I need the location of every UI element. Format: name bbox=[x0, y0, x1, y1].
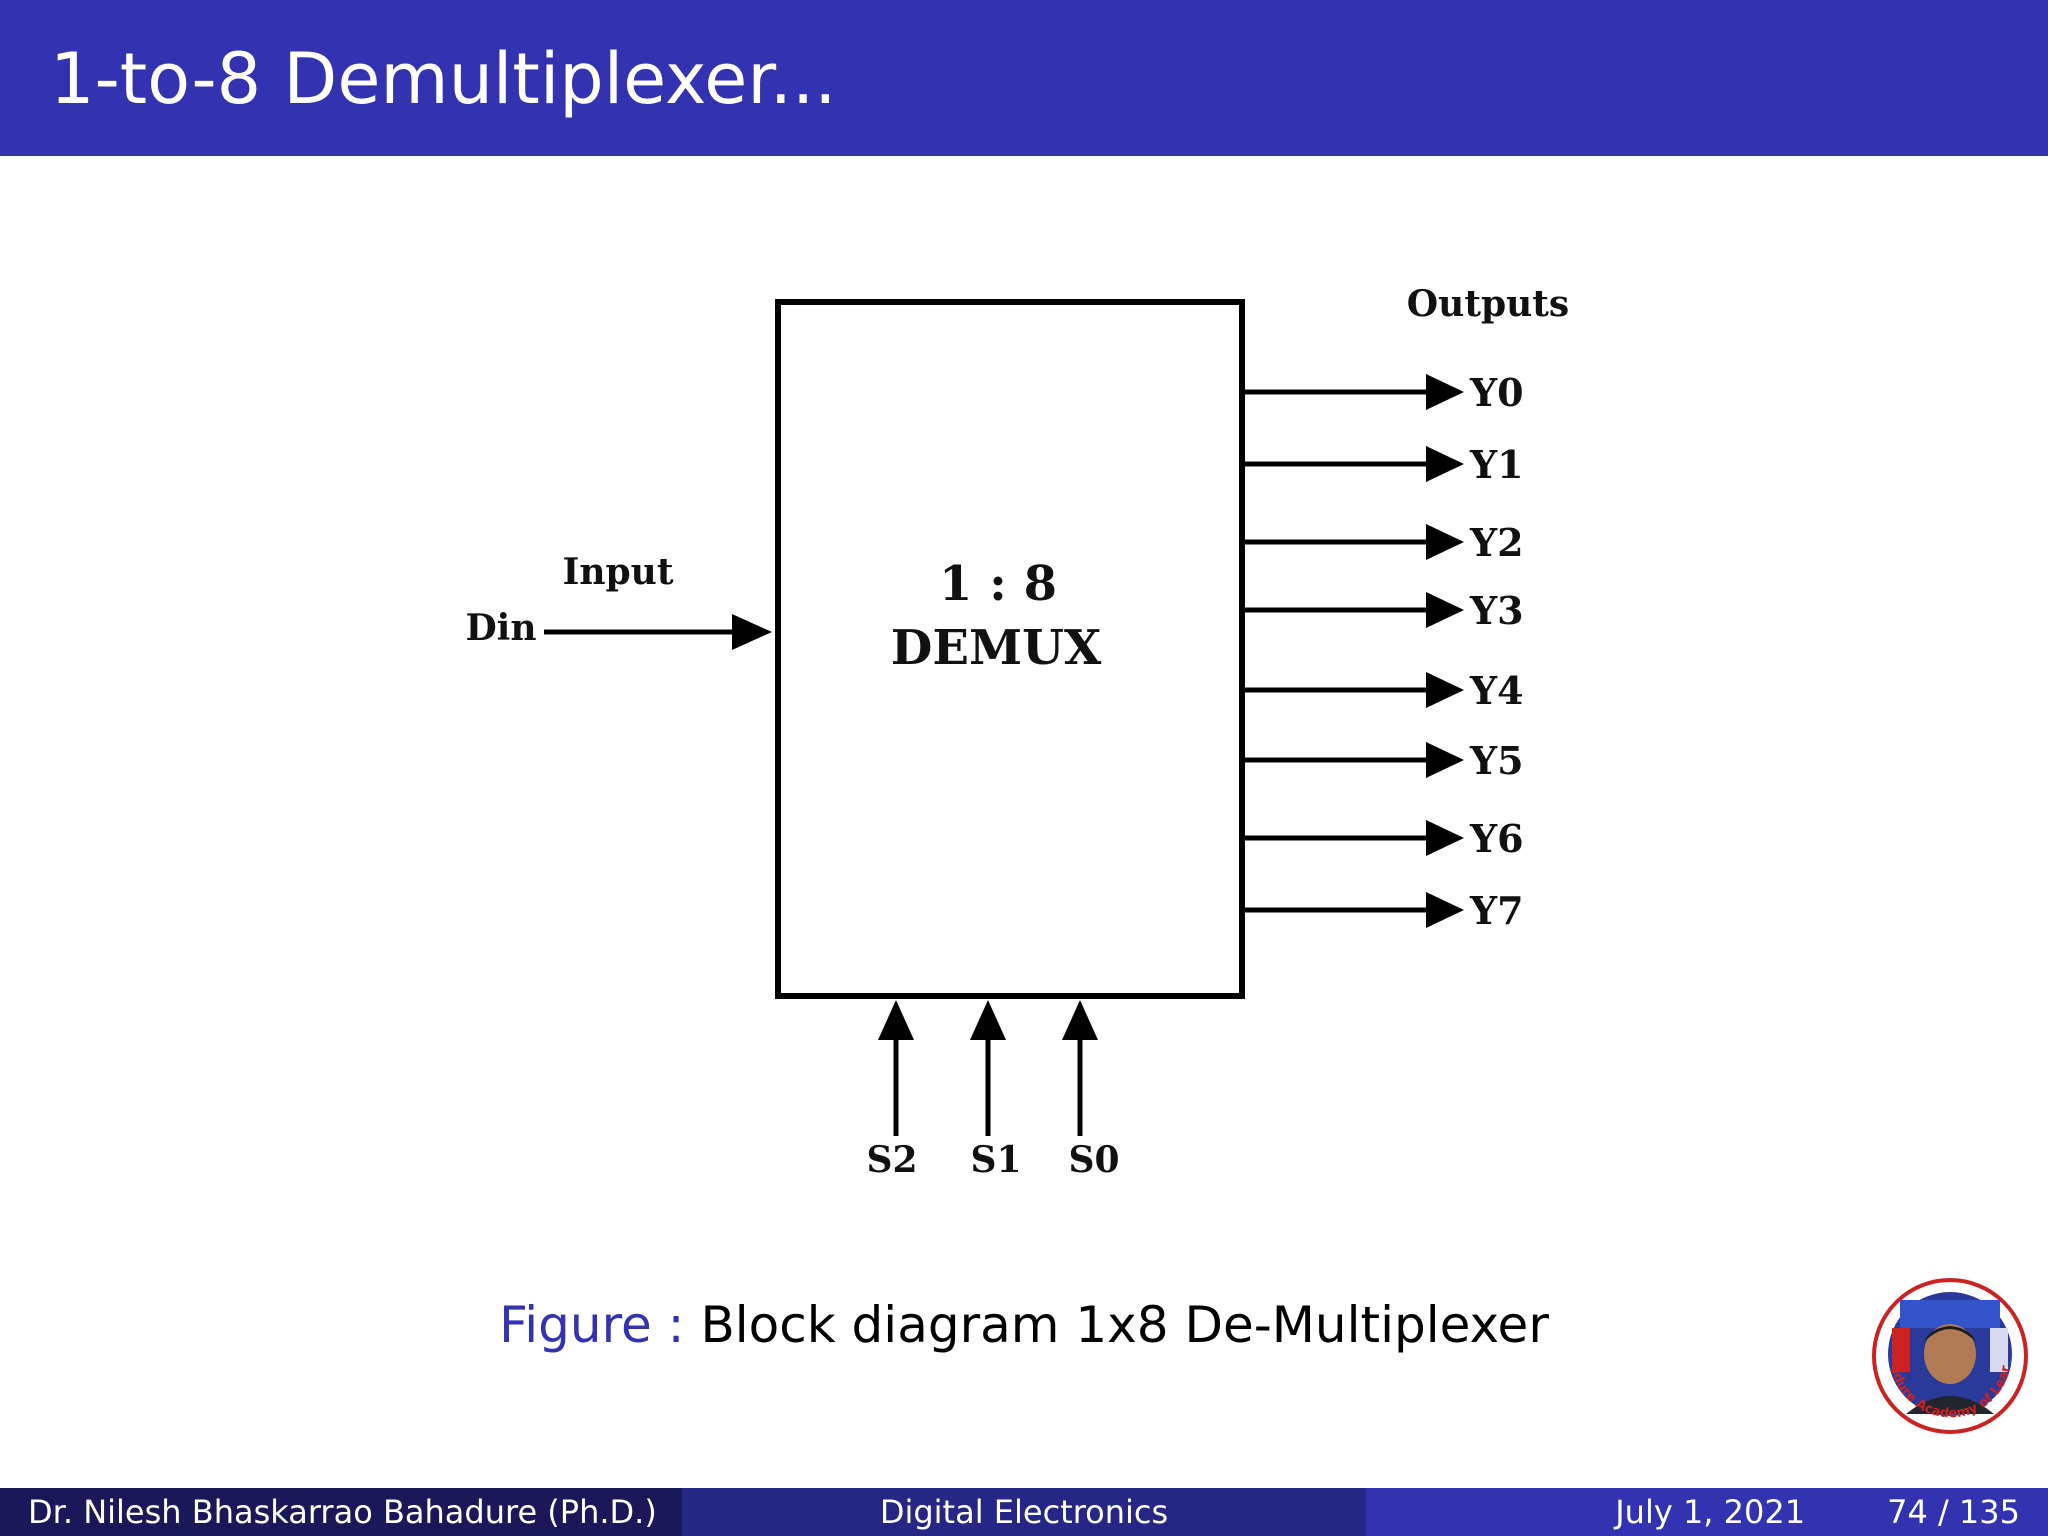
footer-author-text: Dr. Nilesh Bhaskarrao Bahadure (Ph.D.) bbox=[28, 1493, 657, 1531]
academy-logo: Bahadure Academy of Learning bbox=[1870, 1278, 2028, 1434]
footer-page-number: 74 / 135 bbox=[1887, 1493, 2020, 1531]
output-arrow-head-y3 bbox=[1426, 592, 1464, 628]
output-label-y4: Y4 bbox=[1469, 668, 1524, 713]
output-label-y2: Y2 bbox=[1469, 520, 1524, 565]
output-arrow-head-y2 bbox=[1426, 524, 1464, 560]
output-arrow-head-y7 bbox=[1426, 892, 1464, 928]
block-label-demux: DEMUX bbox=[891, 620, 1102, 676]
output-arrow-head-y0 bbox=[1426, 374, 1464, 410]
block-label-ratio: 1 : 8 bbox=[939, 556, 1057, 612]
select-lines: S2 S1 S0 bbox=[866, 1000, 1120, 1181]
select-arrow-head-s2 bbox=[878, 1000, 914, 1040]
output-arrow-head-y5 bbox=[1426, 742, 1464, 778]
figure-caption-text: Block diagram 1x8 De-Multiplexer bbox=[700, 1296, 1549, 1354]
select-label-s2: S2 bbox=[866, 1139, 917, 1181]
footer-date: July 1, 2021 bbox=[1615, 1493, 1806, 1531]
input-arrow-head bbox=[732, 614, 772, 650]
footer-bar: Dr. Nilesh Bhaskarrao Bahadure (Ph.D.) D… bbox=[0, 1488, 2048, 1536]
select-arrow-head-s0 bbox=[1062, 1000, 1098, 1040]
figure-label: Figure : bbox=[499, 1296, 685, 1354]
demux-block bbox=[775, 299, 1245, 999]
output-label-y5: Y5 bbox=[1469, 738, 1524, 783]
output-label-y1: Y1 bbox=[1469, 442, 1524, 487]
outputs-heading: Outputs bbox=[1407, 283, 1569, 325]
figure-caption: Figure : Block diagram 1x8 De-Multiplexe… bbox=[0, 1296, 2048, 1354]
select-label-s0: S0 bbox=[1068, 1139, 1119, 1181]
demux-block-diagram: 1 : 8 DEMUX Input Din Outputs Y0Y1Y2Y3Y4… bbox=[465, 283, 1569, 1181]
input-signal-label: Din bbox=[465, 607, 536, 649]
output-label-y3: Y3 bbox=[1469, 588, 1524, 633]
slide-title: 1-to-8 Demultiplexer... bbox=[50, 38, 837, 120]
output-label-y6: Y6 bbox=[1469, 816, 1524, 861]
select-label-s1: S1 bbox=[970, 1139, 1021, 1181]
output-label-y7: Y7 bbox=[1469, 888, 1524, 933]
footer-course-text: Digital Electronics bbox=[879, 1493, 1169, 1531]
output-arrow-head-y6 bbox=[1426, 820, 1464, 856]
input-heading: Input bbox=[563, 551, 674, 593]
output-label-y0: Y0 bbox=[1469, 370, 1524, 415]
output-arrow-head-y4 bbox=[1426, 672, 1464, 708]
title-bar: 1-to-8 Demultiplexer... bbox=[0, 0, 2048, 156]
footer-date-page: July 1, 2021 74 / 135 bbox=[1366, 1488, 2048, 1536]
select-arrow-head-s1 bbox=[970, 1000, 1006, 1040]
avatar-head bbox=[1924, 1324, 1976, 1384]
footer-author: Dr. Nilesh Bhaskarrao Bahadure (Ph.D.) bbox=[0, 1488, 682, 1536]
footer-course: Digital Electronics bbox=[682, 1488, 1366, 1536]
output-arrow-head-y1 bbox=[1426, 446, 1464, 482]
